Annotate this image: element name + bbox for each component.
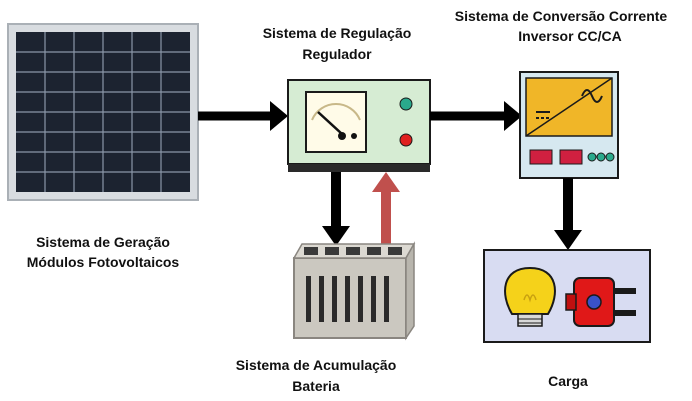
battery-cell-cap [388,247,402,255]
label-regulation-title: Sistema de Regulação [262,25,412,41]
battery-cell-cap [304,247,318,255]
battery-slot [319,276,324,322]
arrow-regulator-to-battery [322,172,350,246]
battery-cell-cap [346,247,360,255]
battery-slot [358,276,363,322]
battery-slot [384,276,389,322]
battery-cell-cap [367,247,381,255]
arrow-battery-to-regulator [372,172,400,244]
battery-slot [306,276,311,322]
charge-regulator-icon [287,79,431,172]
battery-slot [371,276,376,322]
label-regulation-subtitle: Regulador [302,46,372,62]
power-plug-icon [565,277,636,327]
dc-ac-inverter-icon [519,71,619,179]
light-bulb-icon [504,266,556,327]
battery-cell-cap [325,247,339,255]
label-conversion-subtitle: Inversor CC/CA [518,28,622,44]
label-storage-subtitle: Bateria [292,378,340,394]
label-generation-subtitle: Módulos Fotovoltaicos [26,254,180,270]
arrow-regulator-to-inverter [430,101,522,131]
battery-slot [332,276,337,322]
solar-panel-icon [7,23,199,201]
battery-slot [345,276,350,322]
label-storage-title: Sistema de Acumulação [235,357,397,373]
label-conversion-title: Sistema de Conversão Corrente [454,8,668,24]
battery-icon [292,241,416,341]
arrow-inverter-to-load [554,178,582,250]
label-generation-title: Sistema de Geração [36,234,170,250]
label-load: Carga [548,373,588,389]
arrow-panel-to-regulator [198,101,288,131]
